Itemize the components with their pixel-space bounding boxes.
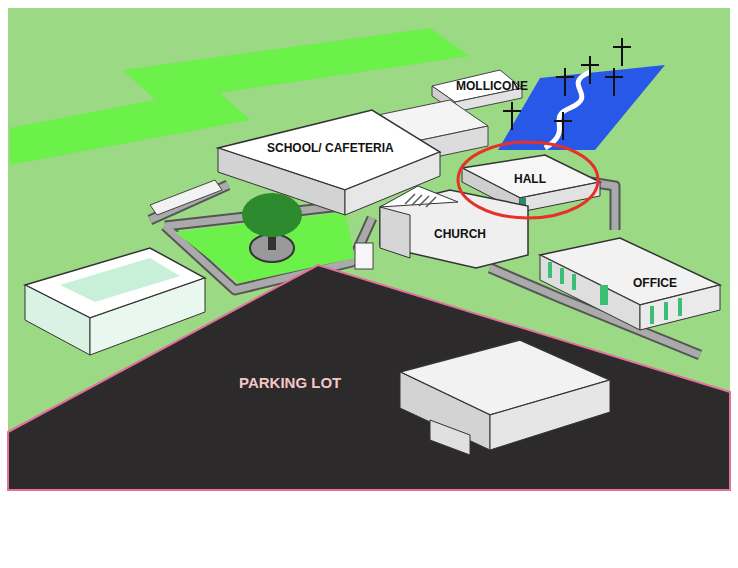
- building-label: CHURCH: [430, 225, 490, 243]
- parking-area: PARKING LOT: [235, 372, 345, 393]
- building-name: MOLLICONE: [456, 79, 528, 93]
- building-name: HALL: [514, 172, 546, 186]
- building-label: OFFICE: [629, 274, 681, 292]
- building-name: OFFICE: [633, 276, 677, 290]
- building-label: SCHOOL/ CAFETERIA: [263, 139, 398, 157]
- building-name: CHURCH: [434, 227, 486, 241]
- building-label: HALL: [510, 170, 550, 188]
- building-name: SCHOOL/ CAFETERIA: [267, 141, 394, 155]
- building-label: MOLLICONE: [452, 77, 532, 95]
- building-name: PARKING LOT: [239, 374, 341, 391]
